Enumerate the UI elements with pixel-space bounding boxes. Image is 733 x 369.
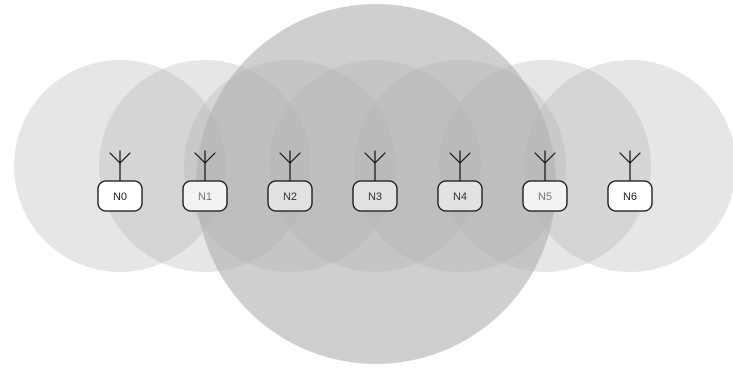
antenna-icon (449, 150, 471, 182)
node-label: N3 (368, 191, 382, 203)
node-label: N2 (283, 191, 297, 203)
antenna-icon (619, 150, 641, 182)
antenna-icon (534, 150, 556, 182)
node-box (267, 180, 313, 212)
node-n2[interactable]: N2 (267, 150, 313, 212)
node-box (437, 180, 483, 212)
node-box (522, 180, 568, 212)
node-box (97, 180, 143, 212)
node-box (182, 180, 228, 212)
node-label: N6 (623, 191, 637, 203)
node-n0[interactable]: N0 (97, 150, 143, 212)
node-label: N0 (113, 191, 127, 203)
nodes-layer: N0 N1 N2 N3 N4 N5 N6 (97, 150, 653, 212)
antenna-icon (109, 150, 131, 182)
antenna-icon (364, 150, 386, 182)
antenna-icon (279, 150, 301, 182)
node-label: N1 (198, 191, 212, 203)
node-n4[interactable]: N4 (437, 150, 483, 212)
node-label: N4 (453, 191, 467, 203)
node-n6[interactable]: N6 (607, 150, 653, 212)
node-label: N5 (538, 191, 552, 203)
node-n5[interactable]: N5 (522, 150, 568, 212)
node-box (352, 180, 398, 212)
node-box (607, 180, 653, 212)
range-circle-n6 (524, 60, 733, 272)
node-n1[interactable]: N1 (182, 150, 228, 212)
antenna-icon (194, 150, 216, 182)
node-n3[interactable]: N3 (352, 150, 398, 212)
